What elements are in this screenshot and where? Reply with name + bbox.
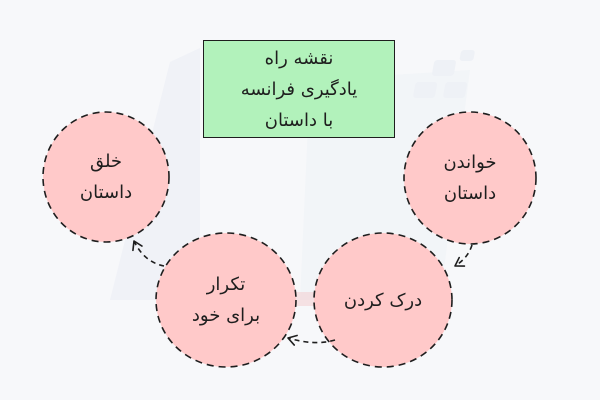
arrow-repeat-to-create (132, 240, 165, 267)
node-circle-understand[interactable] (313, 232, 453, 368)
title-line-2: یادگیری فرانسه (240, 78, 358, 100)
title-line-3: با داستان (264, 109, 334, 131)
node-text: خلق (89, 151, 123, 172)
node-text: داستان (443, 183, 497, 204)
arrow-understand-to-repeat (287, 334, 336, 346)
arrow-read-to-understand (454, 244, 473, 267)
node-label-read-story: خواندن داستان (404, 112, 536, 244)
node-text: داستان (79, 182, 133, 203)
node-text: تکرار (206, 274, 246, 295)
node-text: درک کردن (343, 289, 423, 311)
node-label-repeat-self: تکرار برای خود (156, 233, 296, 367)
node-label-create-story: خلق داستان (43, 112, 169, 242)
node-text: برای خود (191, 305, 261, 326)
title-line-1: نقشه راه (264, 47, 334, 69)
node-label-understand: درک کردن (314, 233, 452, 367)
node-circle-create-story[interactable] (42, 111, 170, 243)
node-circle-repeat-self[interactable] (155, 232, 297, 368)
title-box[interactable]: نقشه راه یادگیری فرانسه با داستان (203, 40, 395, 138)
node-text: خواندن (443, 152, 497, 173)
node-circle-read-story[interactable] (403, 111, 537, 245)
